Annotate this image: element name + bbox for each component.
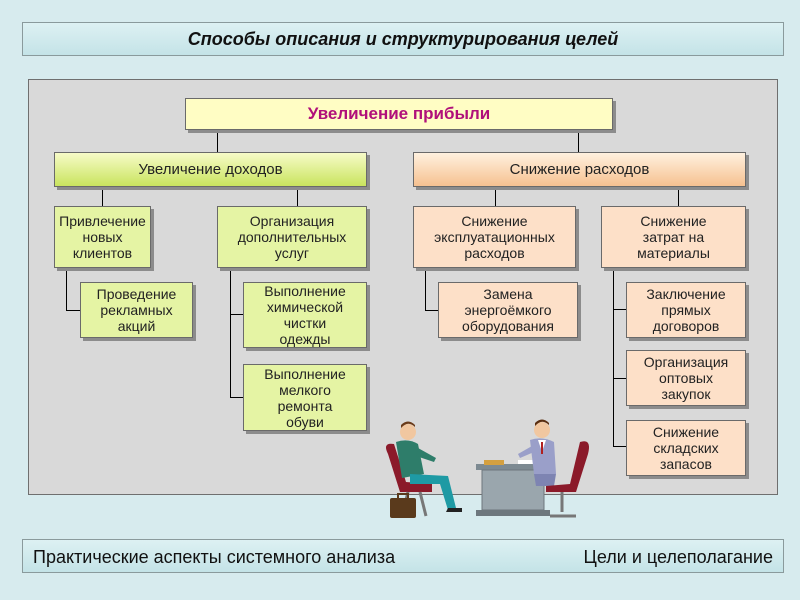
- connector-line: [297, 187, 298, 206]
- connector-line: [217, 130, 218, 152]
- goal-box-advertising: Проведение рекламных акций: [80, 282, 193, 338]
- connector-line: [613, 378, 626, 379]
- goal-extra-services-label: Организация дополнительных услуг: [237, 213, 347, 261]
- goal-box-new-clients: Привлечение новых клиентов: [54, 206, 151, 268]
- goal-box-equipment-replacement: Замена энергоёмкого оборудования: [438, 282, 578, 338]
- connector-line: [678, 187, 679, 206]
- goal-expenses-label: Снижение расходов: [509, 160, 650, 178]
- business-meeting-illustration: [386, 419, 589, 518]
- connector-line: [66, 268, 67, 310]
- connector-line: [102, 187, 103, 206]
- connector-line: [613, 446, 626, 447]
- goal-wholesale-label: Организация оптовых закупок: [643, 354, 729, 402]
- goal-box-inventory: Снижение складских запасов: [626, 420, 746, 476]
- connector-line: [425, 268, 426, 310]
- connector-line: [230, 314, 243, 315]
- goal-material-costs-label: Снижение затрат на материалы: [637, 213, 710, 261]
- connector-line: [578, 130, 579, 152]
- connector-line: [495, 187, 496, 206]
- connector-line: [425, 310, 438, 311]
- footer-course-title: Практические аспекты системного анализа: [33, 547, 396, 567]
- goal-box-operating-costs: Снижение эксплуатационных расходов: [413, 206, 576, 268]
- goal-shoe-repair-label: Выполнение мелкого ремонта обуви: [264, 365, 346, 430]
- goal-box-expenses: Снижение расходов: [413, 152, 746, 187]
- goal-advertising-label: Проведение рекламных акций: [96, 286, 177, 334]
- footer-topic-title: Цели и целеполагание: [583, 547, 773, 567]
- goal-box-extra-services: Организация дополнительных услуг: [217, 206, 367, 268]
- goal-root-label: Увеличение прибыли: [307, 104, 491, 123]
- goal-dry-cleaning-label: Выполнение химической чистки одежды: [264, 283, 346, 347]
- goal-income-label: Увеличение доходов: [138, 160, 283, 178]
- connector-line: [613, 309, 626, 310]
- connector-line: [230, 268, 231, 398]
- goal-equipment-replacement-label: Замена энергоёмкого оборудования: [462, 286, 554, 334]
- connector-line: [66, 310, 80, 311]
- goal-box-root: Увеличение прибыли: [185, 98, 613, 130]
- goal-operating-costs-label: Снижение эксплуатационных расходов: [434, 213, 555, 261]
- slide-title-bar: Способы описания и структурирования целе…: [22, 22, 784, 56]
- goal-inventory-label: Снижение складских запасов: [652, 424, 720, 472]
- goal-box-income: Увеличение доходов: [54, 152, 367, 187]
- goal-box-wholesale: Организация оптовых закупок: [626, 350, 746, 406]
- slide-footer: Практические аспекты системного анализа …: [22, 539, 784, 573]
- goal-box-material-costs: Снижение затрат на материалы: [601, 206, 746, 268]
- connector-line: [230, 397, 243, 398]
- goal-new-clients-label: Привлечение новых клиентов: [59, 213, 146, 261]
- goal-box-direct-contracts: Заключение прямых договоров: [626, 282, 746, 338]
- slide-title: Способы описания и структурирования целе…: [187, 28, 619, 49]
- goal-direct-contracts-label: Заключение прямых договоров: [646, 286, 726, 334]
- connector-line: [613, 268, 614, 447]
- goal-box-shoe-repair: Выполнение мелкого ремонта обуви: [243, 364, 367, 431]
- goal-box-dry-cleaning: Выполнение химической чистки одежды: [243, 282, 367, 348]
